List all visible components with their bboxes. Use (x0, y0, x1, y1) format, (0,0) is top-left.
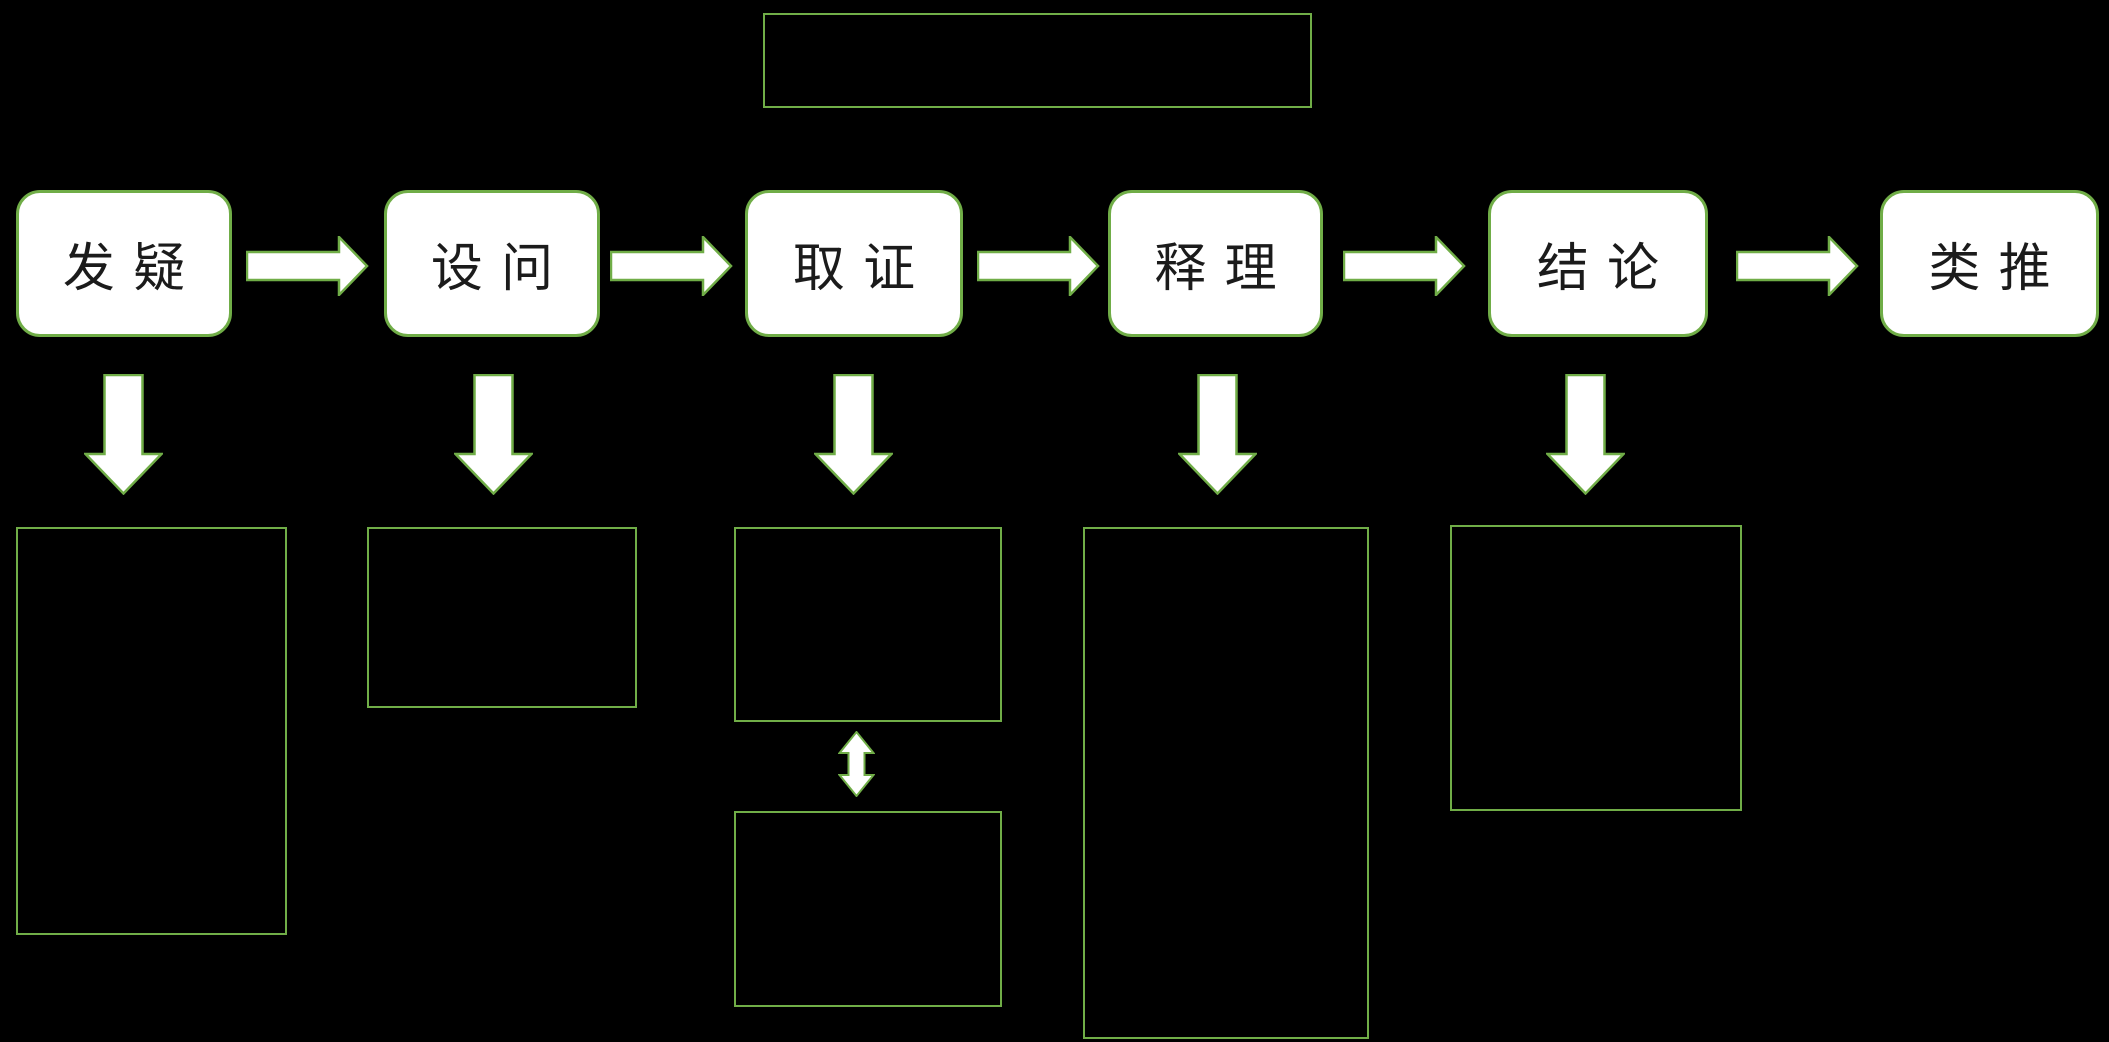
right-arrow-icon (1343, 236, 1466, 296)
note-box-4 (1083, 527, 1369, 1039)
down-arrow-icon (84, 374, 163, 495)
stage-label: 结论 (1536, 239, 1678, 299)
title-box (763, 13, 1312, 108)
note-box-3-lower (734, 811, 1002, 1007)
note-box-3-upper (734, 527, 1002, 722)
down-arrow-icon (1546, 374, 1625, 495)
stage-label: 发疑 (62, 239, 204, 299)
stage-box-6-leitui: 类推 (1880, 190, 2099, 337)
note-box-2 (367, 527, 637, 708)
stage-label: 释理 (1154, 239, 1295, 299)
stage-label: 设问 (430, 239, 572, 299)
down-arrow-icon (454, 374, 533, 495)
right-arrow-icon (610, 236, 733, 296)
stage-box-2-shewen: 设问 (384, 190, 600, 337)
up-down-arrow-icon (838, 731, 875, 797)
down-arrow-icon (814, 374, 893, 495)
note-box-1 (16, 527, 287, 935)
right-arrow-icon (1736, 236, 1859, 296)
stage-box-4-shili: 释理 (1108, 190, 1323, 337)
stage-box-3-quzheng: 取证 (745, 190, 963, 337)
right-arrow-icon (977, 236, 1100, 296)
down-arrow-icon (1178, 374, 1257, 495)
right-arrow-icon (246, 236, 369, 296)
note-box-5 (1450, 525, 1742, 811)
stage-box-5-jielun: 结论 (1488, 190, 1708, 337)
stage-box-1-fayi: 发疑 (16, 190, 232, 337)
stage-label: 取证 (792, 239, 934, 299)
stage-label: 类推 (1928, 239, 2069, 299)
